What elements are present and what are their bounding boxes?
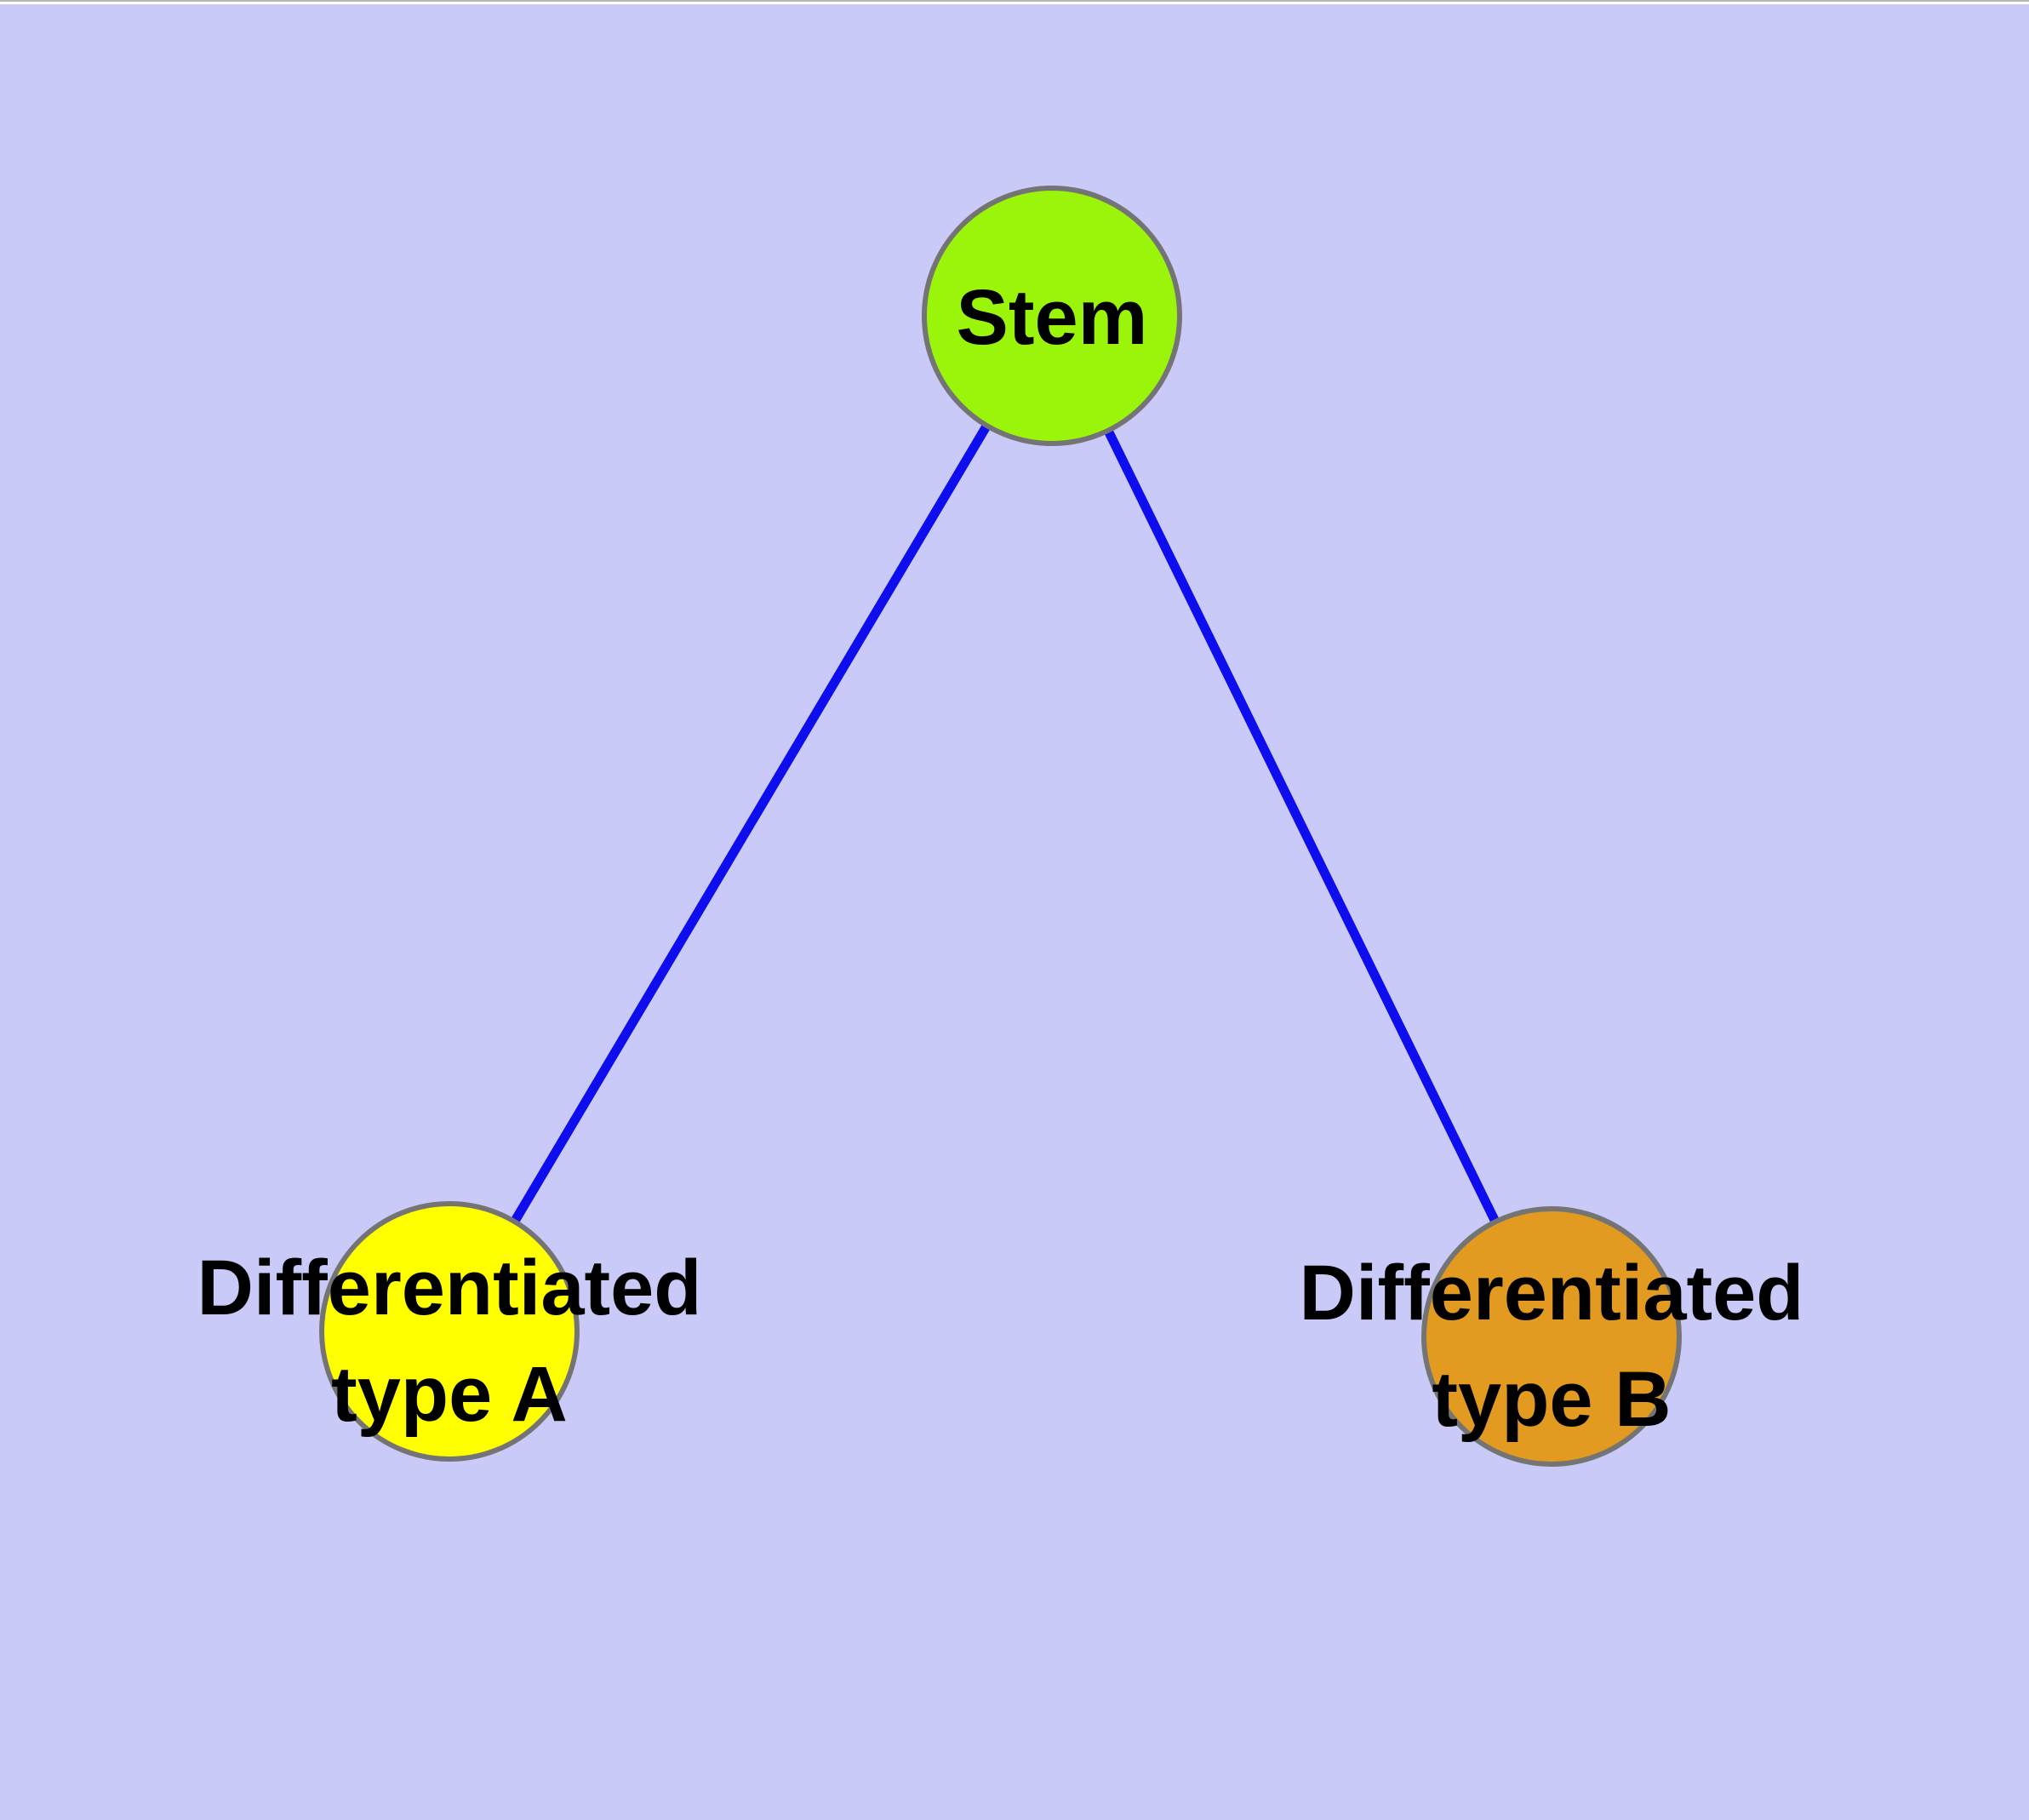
node-differentiated-type-b-label-line1: Differentiated [1300,1250,1804,1336]
node-differentiated-type-a-label-line2: type A [331,1351,568,1438]
node-stem [922,186,1182,446]
top-hairline [0,0,2029,2]
top-margin-strip [0,2,2029,4]
node-differentiated-type-b-label-line2: type B [1432,1356,1671,1443]
node-differentiated-type-a [319,1201,580,1462]
node-differentiated-type-a-label-line1: Differentiated [197,1245,702,1331]
node-stem-label: Stem [957,274,1148,361]
edge-stem-to-type-a [445,313,1056,1334]
edge-stem-to-type-b [1048,313,1556,1339]
node-differentiated-type-b [1421,1206,1682,1467]
